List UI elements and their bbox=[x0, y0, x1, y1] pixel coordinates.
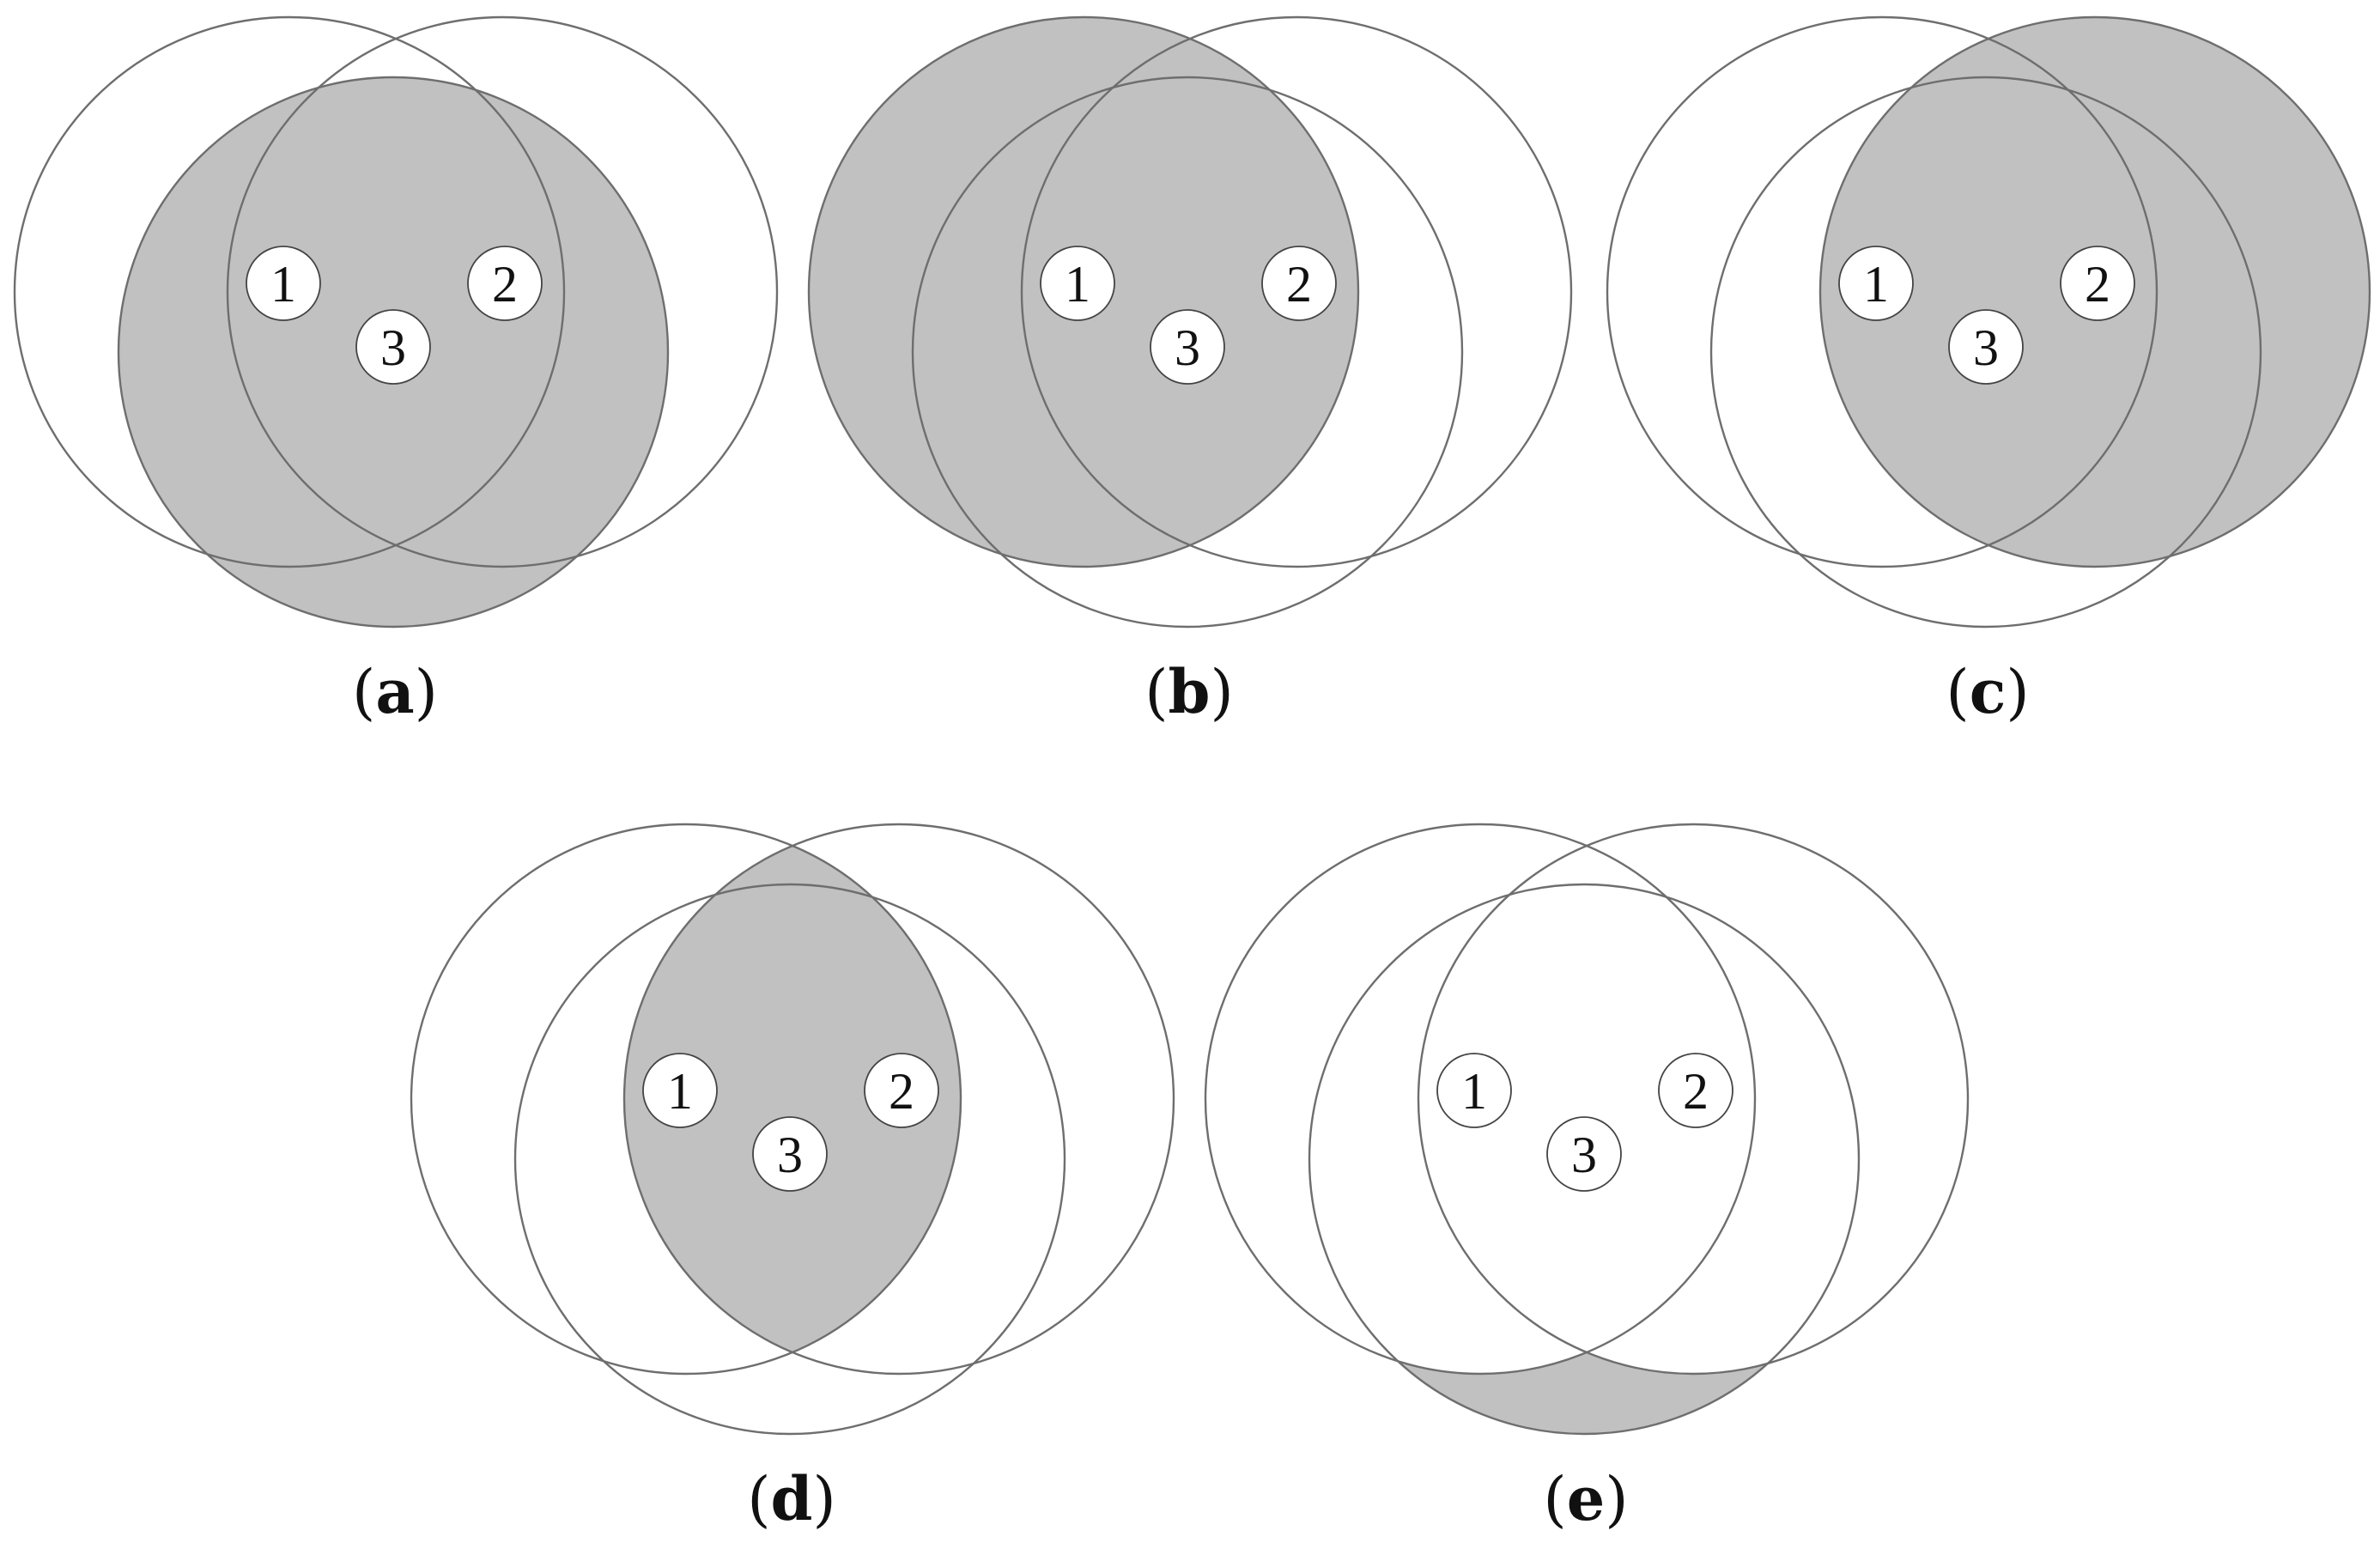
node-2: 2 bbox=[1658, 1053, 1733, 1128]
node-label: 3 bbox=[1973, 319, 1999, 376]
node-circle bbox=[752, 1116, 828, 1192]
node-circle bbox=[467, 246, 543, 321]
label-open-paren: ( bbox=[1144, 657, 1168, 727]
circle-3-outline bbox=[1308, 883, 1861, 1436]
node-circle bbox=[1261, 246, 1337, 321]
node-3: 3 bbox=[355, 309, 431, 385]
node-label: 1 bbox=[1065, 256, 1090, 313]
label-letter: a bbox=[375, 656, 414, 727]
circle-3-outline bbox=[1709, 76, 2262, 629]
label-close-paren: ) bbox=[1210, 657, 1233, 727]
node-circle bbox=[1150, 309, 1225, 385]
node-label: 3 bbox=[1175, 319, 1200, 376]
node-circle bbox=[1838, 246, 1914, 321]
label-close-paren: ) bbox=[1605, 1464, 1628, 1534]
node-label: 1 bbox=[1863, 256, 1889, 313]
circle-1-outline bbox=[13, 15, 566, 568]
node-label: 3 bbox=[777, 1127, 803, 1183]
panel-label-c: (c) bbox=[1946, 656, 2029, 727]
circle-2-outline bbox=[1020, 15, 1573, 568]
node-2: 2 bbox=[2060, 246, 2135, 321]
node-label: 2 bbox=[1286, 256, 1312, 313]
panel-label-b: (b) bbox=[1144, 656, 1234, 727]
panel-c: 1 2 3 bbox=[1606, 15, 2371, 629]
node-2: 2 bbox=[1261, 246, 1337, 321]
node-label: 1 bbox=[270, 256, 296, 313]
circle-3-outline bbox=[513, 883, 1066, 1436]
node-circle bbox=[2060, 246, 2135, 321]
panel-b: 1 2 3 bbox=[807, 15, 1573, 629]
circle-3-outline bbox=[117, 76, 670, 629]
label-close-paren: ) bbox=[2006, 657, 2029, 727]
node-3: 3 bbox=[1150, 309, 1225, 385]
panel-a: 1 2 3 bbox=[13, 15, 779, 629]
node-circle bbox=[1546, 1116, 1622, 1192]
node-circle bbox=[642, 1053, 718, 1128]
circle-2-outline bbox=[1417, 823, 1970, 1376]
circle-3-outline bbox=[911, 76, 1464, 629]
node-1: 1 bbox=[642, 1053, 718, 1128]
node-2: 2 bbox=[467, 246, 543, 321]
circle-2-outline bbox=[1818, 15, 2371, 568]
node-circle bbox=[1948, 309, 2024, 385]
node-label: 3 bbox=[1571, 1127, 1597, 1183]
node-label: 3 bbox=[380, 319, 406, 376]
label-open-paren: ( bbox=[747, 1464, 770, 1534]
node-1: 1 bbox=[246, 246, 321, 321]
circle-1-outline bbox=[1204, 823, 1757, 1376]
label-letter: b bbox=[1169, 656, 1211, 727]
panel-label-a: (a) bbox=[352, 656, 438, 727]
panel-label-e: (e) bbox=[1543, 1463, 1628, 1534]
node-circle bbox=[355, 309, 431, 385]
node-label: 1 bbox=[1461, 1063, 1487, 1120]
circle-1-outline bbox=[807, 15, 1360, 568]
circle-2-outline bbox=[226, 15, 779, 568]
circle-1-outline bbox=[410, 823, 962, 1376]
label-close-paren: ) bbox=[812, 1464, 835, 1534]
label-close-paren: ) bbox=[415, 657, 438, 727]
node-1: 1 bbox=[1436, 1053, 1512, 1128]
label-letter: e bbox=[1567, 1463, 1606, 1534]
node-circle bbox=[1658, 1053, 1733, 1128]
node-1: 1 bbox=[1040, 246, 1115, 321]
node-label: 1 bbox=[667, 1063, 693, 1120]
node-circle bbox=[1436, 1053, 1512, 1128]
node-3: 3 bbox=[752, 1116, 828, 1192]
node-label: 2 bbox=[889, 1063, 914, 1120]
circle-1-outline bbox=[1606, 15, 2158, 568]
panel-label-d: (d) bbox=[747, 1463, 836, 1534]
node-2: 2 bbox=[864, 1053, 939, 1128]
node-circle bbox=[246, 246, 321, 321]
panel-d: 1 2 3 bbox=[410, 823, 1175, 1436]
node-label: 2 bbox=[1683, 1063, 1709, 1120]
node-label: 2 bbox=[2085, 256, 2110, 313]
node-3: 3 bbox=[1546, 1116, 1622, 1192]
circle-2-outline bbox=[622, 823, 1175, 1376]
label-letter: c bbox=[1970, 656, 2007, 727]
label-letter: d bbox=[771, 1463, 813, 1534]
node-label: 2 bbox=[492, 256, 518, 313]
node-circle bbox=[864, 1053, 939, 1128]
label-open-paren: ( bbox=[1946, 657, 1969, 727]
node-1: 1 bbox=[1838, 246, 1914, 321]
label-open-paren: ( bbox=[352, 657, 375, 727]
label-open-paren: ( bbox=[1543, 1464, 1566, 1534]
node-circle bbox=[1040, 246, 1115, 321]
node-3: 3 bbox=[1948, 309, 2024, 385]
panel-e: 1 2 3 bbox=[1204, 823, 1970, 1436]
